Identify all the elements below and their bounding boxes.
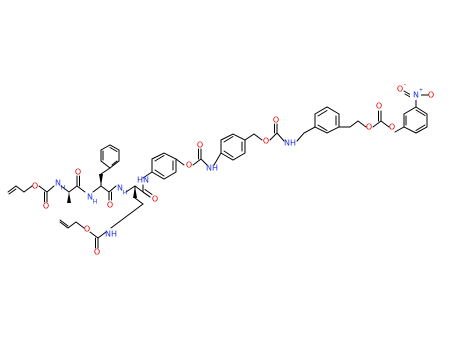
alloc-2-carbonyl-oxygen-label: O xyxy=(94,248,100,257)
carbamate-2-nh-label: NH xyxy=(284,139,296,148)
alloc-2-allyl xyxy=(59,219,85,229)
carbamate-1-ch2 xyxy=(175,158,185,166)
atom-labels: N + O O - O O O NH O O NH O O HN O N H O… xyxy=(32,82,434,257)
carbamate-1-bonds xyxy=(192,148,208,166)
benzyl-ring-1-bonds xyxy=(151,152,177,180)
carbamate-1-nh-label: NH xyxy=(206,164,218,173)
ring-2-to-nh xyxy=(213,152,222,166)
carbamate-2-carbonyl-oxygen-label: O xyxy=(273,116,279,125)
phe-nitrogen-h-label: H xyxy=(93,199,98,206)
bond-lines xyxy=(7,90,429,249)
phe-alpha-to-n xyxy=(92,185,102,193)
alloc-2-nh-label: NH xyxy=(105,230,117,239)
carbonate-aryl-oxygen-label: O xyxy=(389,123,395,132)
alloc-1-ester-oxygen-label: O xyxy=(32,182,38,191)
ala-methyl-wedge xyxy=(67,192,71,203)
benzyl-ring-1-inner-bonds xyxy=(154,155,174,177)
ala-nitrogen-label: N xyxy=(55,179,61,188)
phe-ring-bonds xyxy=(100,144,120,169)
nitrophenyl-ring-bonds xyxy=(403,106,428,134)
lys-alpha-wedge xyxy=(133,186,137,198)
benzyl-ring-2-inner-bonds xyxy=(223,136,243,158)
alloc-2-carbamate xyxy=(89,231,107,249)
nitro-plus-label: + xyxy=(419,88,423,94)
carbamate-2-ester-oxygen-label: O xyxy=(263,137,269,146)
phe-carbonyl-oxygen-label: O xyxy=(107,201,113,210)
ala-nitrogen-h-label: H xyxy=(61,185,66,192)
ala-carbonyl-bonds xyxy=(68,175,86,193)
ring-1-to-hn xyxy=(142,171,153,179)
lys-carbonyl-double xyxy=(142,189,153,198)
nitro-nitrogen-label: N xyxy=(413,91,419,100)
alloc-1-carbonyl-oxygen-label: O xyxy=(43,202,49,211)
carbonate-benzyl-oxygen-label: O xyxy=(366,123,372,132)
carbamate-2-ch2 xyxy=(244,133,263,141)
phe-nitrogen-label: N xyxy=(87,193,93,202)
nitro-minus-label: - xyxy=(404,82,406,89)
lys-nitrogen-h-label: H xyxy=(123,190,128,197)
carbonate-bonds xyxy=(372,110,382,128)
aryl-o-bond xyxy=(380,120,405,133)
lys-epsilon-bond xyxy=(110,221,120,229)
carbamate-2-bonds xyxy=(269,123,285,142)
ala-alpha-to-n xyxy=(60,185,70,193)
anilide-nh-label: HN xyxy=(137,176,149,185)
nitro-oxygen-label: O xyxy=(428,91,434,100)
benzyl-ring-2-bonds xyxy=(220,133,246,161)
ring-3-to-nh xyxy=(296,126,316,142)
nitrophenyl-ring-inner-bonds xyxy=(405,109,426,131)
alloc-1-carbamate xyxy=(38,185,55,203)
carbonate-carbonyl-oxygen-label: O xyxy=(376,102,382,111)
phe-carbonyl-bonds xyxy=(100,185,117,201)
alloc-1-allyl xyxy=(7,185,33,195)
lys-carbonyl-oxygen-label: O xyxy=(152,195,158,204)
phe-ring-inner-bonds xyxy=(102,147,118,166)
carbonate-ch2-bond xyxy=(349,120,367,128)
ala-carbonyl-oxygen-label: O xyxy=(75,168,81,177)
nitro-oxygen-minus-label: O xyxy=(397,85,403,94)
stereo-wedges xyxy=(67,174,137,203)
carbamate-1-carbonyl-oxygen-label: O xyxy=(197,141,203,150)
phe-alpha-wedge xyxy=(99,174,103,186)
lys-nitrogen-label: N xyxy=(117,184,123,193)
alloc-2-ester-oxygen-label: O xyxy=(84,225,90,234)
lys-alpha-to-n xyxy=(125,185,136,193)
carbamate-1-ester-oxygen-label: O xyxy=(186,161,192,170)
benzyl-ring-3-inner-bonds xyxy=(317,110,337,131)
